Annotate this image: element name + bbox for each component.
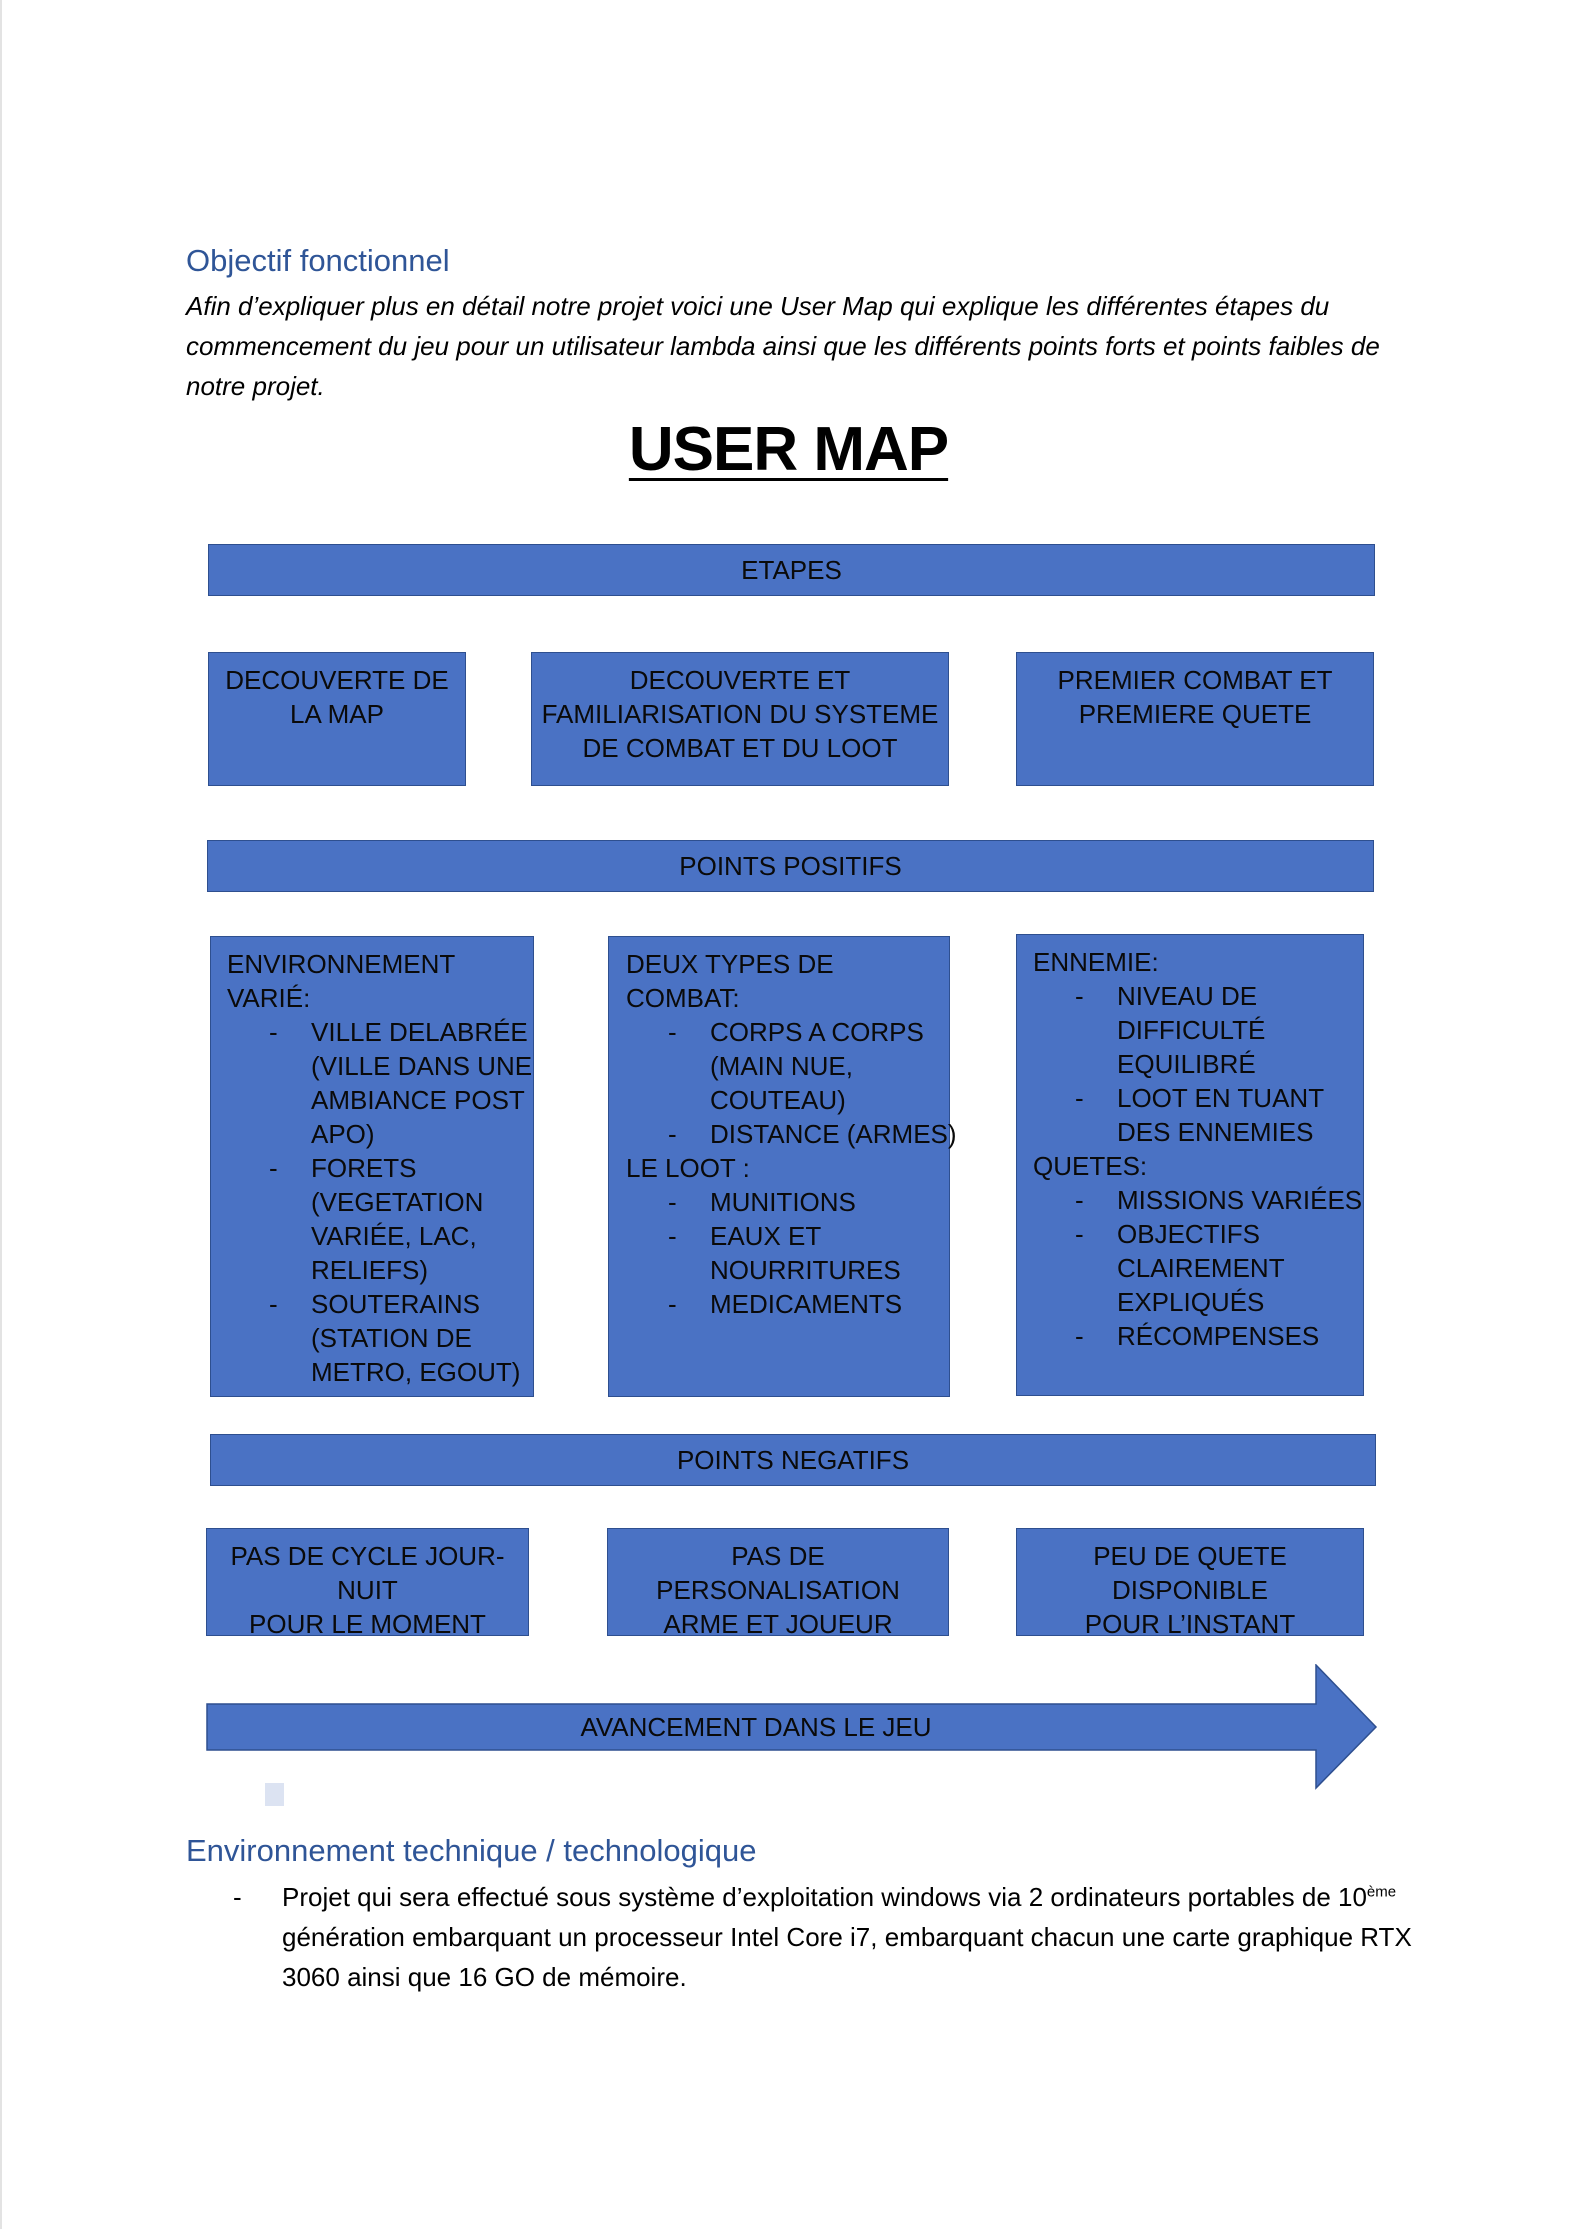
etape-3-line: PREMIERE QUETE (1078, 699, 1312, 729)
list-item: OBJECTIFS CLAIREMENT EXPLIQUÉS (1033, 1217, 1363, 1319)
etape-box-1: DECOUVERTE DE LA MAP (208, 652, 466, 786)
tech-paragraph: Projet qui sera effectué sous système d’… (282, 1877, 1412, 1997)
etape-1-line: LA MAP (290, 699, 384, 729)
list-item: VILLE DELABRÉE (VILLE DANS UNE AMBIANCE … (227, 1015, 533, 1151)
list-item: MEDICAMENTS (626, 1287, 949, 1321)
positifs-header: POINTS POSITIFS (207, 840, 1374, 892)
list-item-line: CLAIREMENT (1117, 1253, 1285, 1283)
negatif-1-line: POUR LE MOMENT (249, 1609, 486, 1639)
negatif-1-line: PAS DE CYCLE JOUR-NUIT (230, 1541, 505, 1605)
list-item-line: MISSIONS VARIÉES (1117, 1185, 1363, 1215)
negatif-3-line: PEU DE QUETE DISPONIBLE (1093, 1541, 1287, 1605)
list-item-line: EXPLIQUÉS (1117, 1287, 1265, 1317)
list-item-line: RELIEFS) (311, 1255, 429, 1285)
list-item: MUNITIONS (626, 1185, 949, 1219)
negatif-box-1: PAS DE CYCLE JOUR-NUIT POUR LE MOMENT (206, 1528, 529, 1639)
list-item: MISSIONS VARIÉES (1033, 1183, 1363, 1217)
negatif-box-3: PEU DE QUETE DISPONIBLE POUR L’INSTANT (1016, 1528, 1364, 1639)
list-item: SOUTERAINS (STATION DE METRO, EGOUT) (227, 1287, 533, 1389)
positif-3-title: ENNEMIE: (1033, 947, 1159, 977)
list-item-line: NOURRITURES (710, 1255, 901, 1285)
list-item-line: VILLE DELABRÉE (311, 1017, 528, 1047)
negatif-2-line: ARME ET JOUEUR (663, 1609, 893, 1639)
positifs-header-label: POINTS POSITIFS (679, 851, 902, 881)
objectif-heading: Objectif fonctionnel (186, 243, 450, 278)
positif-1-list: VILLE DELABRÉE (VILLE DANS UNE AMBIANCE … (227, 1015, 533, 1389)
negatif-3-line: POUR L’INSTANT (1084, 1609, 1296, 1639)
tech-heading: Environnement technique / technologique (186, 1833, 757, 1868)
list-item-line: EQUILIBRÉ (1117, 1049, 1256, 1079)
tech-text-before: Projet qui sera effectué sous système d’… (282, 1882, 1367, 1912)
intro-paragraph: Afin d’expliquer plus en détail notre pr… (186, 291, 1380, 401)
list-item-line: CORPS A CORPS (710, 1017, 924, 1047)
tech-superscript: ème (1366, 1883, 1397, 1901)
positif-3-list: NIVEAU DE DIFFICULTÉ EQUILIBRÉ LOOT EN T… (1033, 979, 1363, 1149)
list-item-line: (VILLE DANS UNE (311, 1051, 533, 1081)
list-item-line: METRO, EGOUT) (311, 1357, 521, 1387)
anchor-marker (265, 1783, 284, 1806)
list-item-line: LOOT EN TUANT (1117, 1083, 1325, 1113)
negatifs-header-label: POINTS NEGATIFS (676, 1445, 910, 1475)
list-item-line: MEDICAMENTS (710, 1289, 903, 1319)
list-item-line: EAUX ET (710, 1221, 822, 1251)
positif-3-list-2: MISSIONS VARIÉES OBJECTIFS CLAIREMENT EX… (1033, 1183, 1363, 1353)
list-item-line: DISTANCE (ARMES) (710, 1119, 957, 1149)
positif-2-list-2: MUNITIONS EAUX ET NOURRITURES MEDICAMENT… (626, 1185, 949, 1321)
etape-2-line: FAMILIARISATION DU SYSTEME (541, 699, 939, 729)
list-item-line: FORETS (311, 1153, 417, 1183)
tech-bullet: - (233, 1882, 242, 1912)
etapes-header-label: ETAPES (741, 555, 842, 585)
positif-2-title-2: LE LOOT : (626, 1153, 750, 1183)
list-item-line: SOUTERAINS (311, 1289, 481, 1319)
user-map-title-text: USER MAP (628, 415, 949, 484)
list-item-line: APO) (311, 1119, 375, 1149)
list-item: EAUX ET NOURRITURES (626, 1219, 949, 1287)
list-item-line: (MAIN NUE, (710, 1051, 853, 1081)
arrow-label: AVANCEMENT DANS LE JEU (580, 1712, 932, 1742)
etape-box-2: DECOUVERTE ET FAMILIARISATION DU SYSTEME… (531, 652, 949, 786)
list-item-line: (STATION DE (311, 1323, 472, 1353)
positif-3-title-2: QUETES: (1033, 1151, 1148, 1181)
list-item-line: NIVEAU DE (1117, 981, 1258, 1011)
list-item: NIVEAU DE DIFFICULTÉ EQUILIBRÉ (1033, 979, 1363, 1081)
list-item: CORPS A CORPS (MAIN NUE, COUTEAU) (626, 1015, 949, 1117)
positif-box-environnement: ENVIRONNEMENT VARIÉ: VILLE DELABRÉE (VIL… (210, 936, 534, 1397)
list-item: FORETS (VEGETATION VARIÉE, LAC, RELIEFS) (227, 1151, 533, 1287)
etape-3-line: PREMIER COMBAT ET (1057, 665, 1333, 695)
etape-2-line: DECOUVERTE ET (629, 665, 851, 695)
etape-2-line: DE COMBAT ET DU LOOT (582, 733, 898, 763)
positif-box-combat-loot: DEUX TYPES DE COMBAT: CORPS A CORPS (MAI… (608, 936, 957, 1397)
list-item-line: (VEGETATION (311, 1187, 484, 1217)
tech-text-after: génération embarquant un processeur Inte… (282, 1922, 1412, 1992)
list-item-line: DES ENNEMIES (1117, 1117, 1314, 1147)
list-item-line: OBJECTIFS (1117, 1219, 1261, 1249)
positif-box-ennemie-quetes: ENNEMIE: NIVEAU DE DIFFICULTÉ EQUILIBRÉ … (1016, 934, 1364, 1396)
negatif-2-line: PAS DE PERSONALISATION (656, 1541, 900, 1605)
list-item: LOOT EN TUANT DES ENNEMIES (1033, 1081, 1363, 1149)
user-map-title: USER MAP (0, 415, 1577, 485)
list-item-line: RÉCOMPENSES (1117, 1321, 1320, 1351)
etape-box-3: PREMIER COMBAT ET PREMIERE QUETE (1016, 652, 1374, 786)
page-edge (0, 0, 2, 2229)
positif-2-title: DEUX TYPES DE COMBAT: (626, 949, 834, 1013)
etape-1-line: DECOUVERTE DE (225, 665, 449, 695)
list-item-line: MUNITIONS (710, 1187, 856, 1217)
list-item: DISTANCE (ARMES) (626, 1117, 957, 1151)
list-item-line: AMBIANCE POST (311, 1085, 525, 1115)
progress-arrow-icon (206, 1664, 1378, 1790)
list-item-line: VARIÉE, LAC, (311, 1221, 477, 1251)
positif-2-list: CORPS A CORPS (MAIN NUE, COUTEAU) DISTAN… (626, 1015, 957, 1151)
list-item-line: DIFFICULTÉ (1117, 1015, 1266, 1045)
etapes-header: ETAPES (208, 544, 1375, 596)
list-item: RÉCOMPENSES (1033, 1319, 1363, 1353)
negatif-box-2: PAS DE PERSONALISATION ARME ET JOUEUR (607, 1528, 949, 1639)
negatifs-header: POINTS NEGATIFS (210, 1434, 1376, 1486)
list-item-line: COUTEAU) (710, 1085, 846, 1115)
positif-1-title: ENVIRONNEMENT VARIÉ: (227, 949, 455, 1013)
